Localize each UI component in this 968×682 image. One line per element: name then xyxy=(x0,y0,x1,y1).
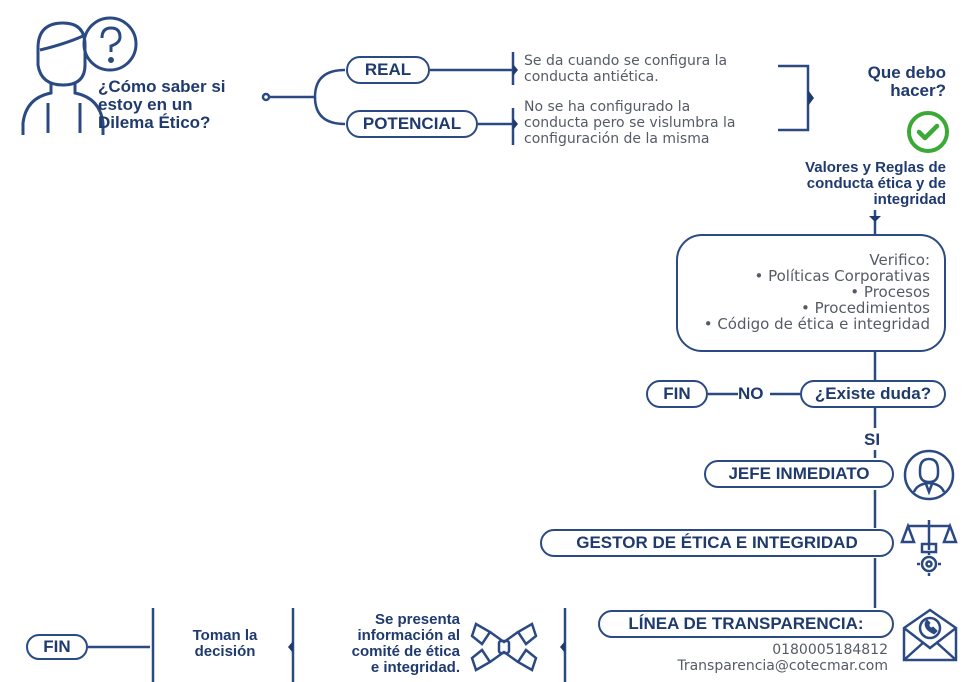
que-hacer-line-1: Que debo xyxy=(867,63,946,82)
potencial-description: No se ha configurado la conducta pero se… xyxy=(524,99,735,147)
decision-text: Toman la decisión xyxy=(170,628,280,660)
comite-text: Se presenta información al comité de éti… xyxy=(314,612,460,676)
real-label: REAL xyxy=(364,60,412,79)
no-label: NO xyxy=(738,384,764,403)
question-line-2: estoy en un xyxy=(98,95,193,114)
fin-pill-top: FIN xyxy=(646,380,708,408)
fin-label-bottom: FIN xyxy=(43,637,71,656)
question-line-3: Dilema Ético? xyxy=(98,113,211,132)
existe-duda-pill: ¿Existe duda? xyxy=(800,380,946,408)
question-line-1: ¿Cómo saber si xyxy=(98,77,226,96)
existe-duda-label: ¿Existe duda? xyxy=(814,384,932,403)
gestor-etica-label: GESTOR DE ÉTICA E INTEGRIDAD xyxy=(576,533,858,552)
comite-line-4: e integridad. xyxy=(370,659,460,676)
check-icon xyxy=(907,111,949,153)
verifico-title: Verifico: xyxy=(869,251,930,269)
team-hands-icon xyxy=(470,622,538,672)
justice-scale-icon xyxy=(900,520,958,576)
boss-avatar-icon xyxy=(903,449,955,501)
comite-line-3: comité de ética xyxy=(351,643,460,660)
valores-reglas: Valores y Reglas de conducta ética y de … xyxy=(740,160,946,208)
decision-line-2: decisión xyxy=(194,643,256,660)
main-question: ¿Cómo saber si estoy en un Dilema Ético? xyxy=(98,78,226,132)
comite-line-2: información al xyxy=(357,627,460,644)
valores-line-2: conducta ética y de xyxy=(806,175,946,192)
gestor-etica-pill: GESTOR DE ÉTICA E INTEGRIDAD xyxy=(540,529,894,557)
potencial-label: POTENCIAL xyxy=(362,114,462,133)
verifico-box: Verifico: • Políticas Corporativas • Pro… xyxy=(676,234,946,352)
si-label: SI xyxy=(864,430,881,449)
que-debo-hacer: Que debo hacer? xyxy=(820,64,946,100)
verifico-item-3: • Procedimientos xyxy=(801,299,930,317)
person-question-icon xyxy=(21,16,138,135)
linea-transparencia-pill: LÍNEA DE TRANSPARENCIA: xyxy=(598,610,894,638)
linea-contact: 0180005184812 Transparencia@cotecmar.com xyxy=(620,642,888,674)
verifico-item-1: • Políticas Corporativas xyxy=(754,267,930,285)
comite-line-1: Se presenta xyxy=(374,611,460,628)
linea-phone: 0180005184812 xyxy=(772,642,888,658)
real-desc-line-1: Se da cuando se configura la xyxy=(524,53,728,69)
jefe-inmediato-pill: JEFE INMEDIATO xyxy=(704,460,894,488)
linea-email: Transparencia@cotecmar.com xyxy=(677,658,888,674)
real-desc-line-2: conducta antiética. xyxy=(524,69,659,85)
mail-phone-icon xyxy=(902,608,958,662)
potencial-desc-line-3: configuración de la misma xyxy=(524,131,710,147)
verifico-item-2: • Procesos xyxy=(850,283,930,301)
real-description: Se da cuando se configura la conducta an… xyxy=(524,53,727,85)
linea-transparencia-label: LÍNEA DE TRANSPARENCIA: xyxy=(628,614,864,633)
valores-line-3: integridad xyxy=(873,191,946,208)
jefe-inmediato-label: JEFE INMEDIATO xyxy=(728,464,870,483)
que-hacer-line-2: hacer? xyxy=(890,81,946,100)
verifico-item-4: • Código de ética e integridad xyxy=(703,315,930,333)
valores-line-1: Valores y Reglas de xyxy=(805,159,946,176)
real-pill: REAL xyxy=(346,56,430,84)
potencial-desc-line-2: conducta pero se vislumbra la xyxy=(524,115,736,131)
potencial-desc-line-1: No se ha configurado la xyxy=(524,99,691,115)
fin-label-top: FIN xyxy=(663,384,691,403)
potencial-pill: POTENCIAL xyxy=(346,110,478,138)
decision-line-1: Toman la xyxy=(192,627,258,644)
fin-pill-bottom: FIN xyxy=(26,634,88,660)
